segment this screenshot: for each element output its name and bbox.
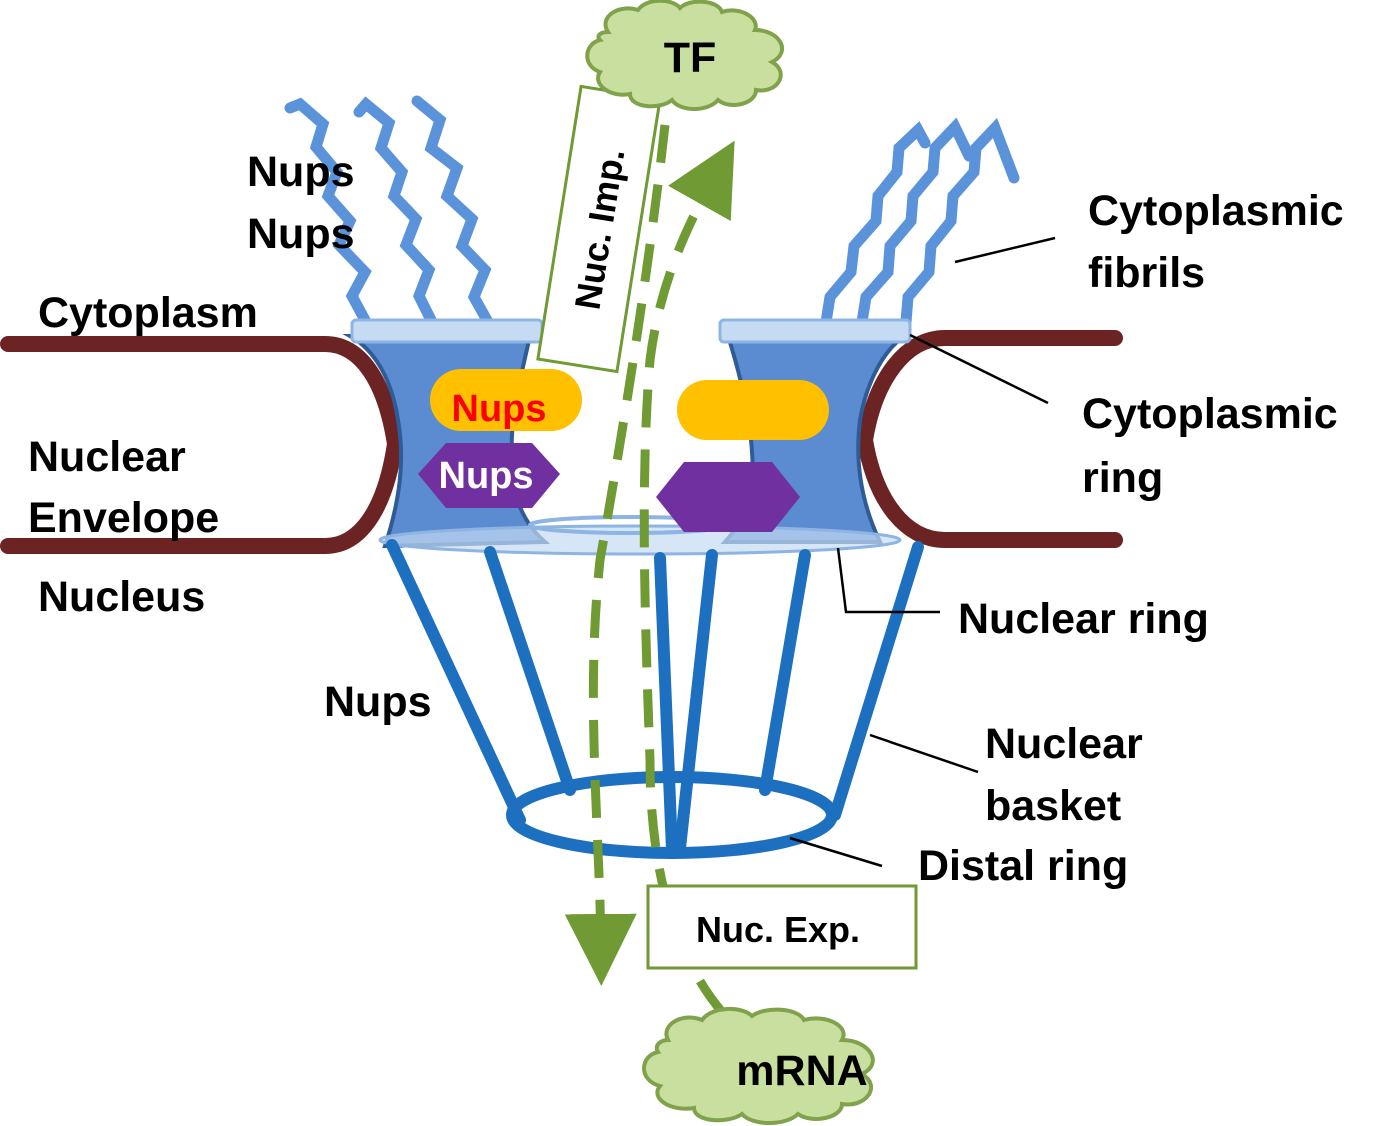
nuclear-export-box: Nuc. Exp. — [646, 884, 918, 970]
cytoplasmic-ring-label-1: Cytoplasmic — [1082, 390, 1338, 438]
tf-cloud-shape — [585, 0, 785, 111]
import-arrow — [564, 124, 670, 986]
nuclear-basket — [386, 539, 924, 859]
fibril — [411, 95, 494, 328]
fibril-nups-label-1: Nups — [247, 148, 355, 196]
nucleus-label: Nucleus — [38, 573, 205, 621]
cytoplasmic-fibrils-left — [284, 95, 494, 328]
basket-nups-label: Nups — [324, 678, 432, 726]
cytoplasmic-ring-label-2: ring — [1082, 454, 1163, 502]
leader-cytoplasmic-ring — [909, 333, 1049, 405]
nups-purple-right — [656, 462, 800, 532]
nuclear-export-label: Nuc. Exp. — [696, 909, 860, 950]
outer-membrane-left — [0, 336, 404, 554]
distal-ring — [506, 771, 838, 859]
fibril — [820, 121, 931, 328]
tf-cloud: TF — [585, 0, 785, 111]
pore-nups-left: Nups Nups — [418, 369, 582, 508]
nuclear-envelope — [0, 330, 1123, 554]
basket-strut — [829, 541, 924, 821]
distal-ring-label: Distal ring — [918, 842, 1128, 890]
basket-strut — [654, 552, 678, 856]
mrna-cloud: mRNA — [642, 1007, 875, 1125]
cytoplasmic-fibrils-label-2: fibrils — [1088, 249, 1205, 297]
nuclear-ring-label: Nuclear ring — [958, 595, 1209, 643]
nups-yellow-left-label: Nups — [452, 388, 547, 430]
mrna-label: mRNA — [736, 1047, 867, 1095]
fibril-nups-label-2: Nups — [247, 210, 355, 258]
nuclear-envelope-label-2: Envelope — [28, 494, 219, 542]
cytoplasmic-ring-right — [718, 318, 912, 344]
leader-nuclear-basket — [869, 733, 979, 774]
basket-strut — [674, 549, 718, 854]
cytoplasmic-fibrils-label-1: Cytoplasmic — [1088, 187, 1344, 235]
nuclear-envelope-label-1: Nuclear — [28, 433, 186, 481]
nuclear-basket-label-2: basket — [985, 782, 1121, 830]
nups-yellow-left — [430, 369, 582, 431]
cytoplasm-label: Cytoplasm — [38, 289, 258, 337]
basket-strut — [386, 539, 526, 826]
basket-strut — [759, 549, 811, 796]
basket-strut — [484, 546, 576, 796]
nups-purple-left — [418, 443, 560, 508]
nups-purple-left-label: Nups — [439, 455, 534, 497]
tf-label: TF — [664, 34, 717, 82]
fibril — [900, 117, 1020, 328]
leader-distal-ring — [789, 836, 883, 868]
fibril — [353, 96, 438, 328]
nuclear-basket-label-1: Nuclear — [985, 720, 1143, 768]
outer-membrane-right — [856, 330, 1123, 548]
fibril — [856, 117, 975, 328]
leader-lines — [789, 236, 1056, 868]
cytoplasmic-fibrils-right — [820, 117, 1020, 328]
leader-nuclear-ring — [836, 547, 940, 614]
fibril — [284, 97, 372, 328]
mrna-cloud-shape — [642, 1007, 875, 1125]
nuclear-import-box: Nuc. Imp. — [536, 84, 662, 374]
cytoplasmic-ring-left — [350, 318, 544, 344]
leader-cytoplasmic-fibrils — [954, 236, 1056, 264]
pore-nups-right — [656, 380, 829, 532]
nups-yellow-right — [677, 380, 829, 440]
